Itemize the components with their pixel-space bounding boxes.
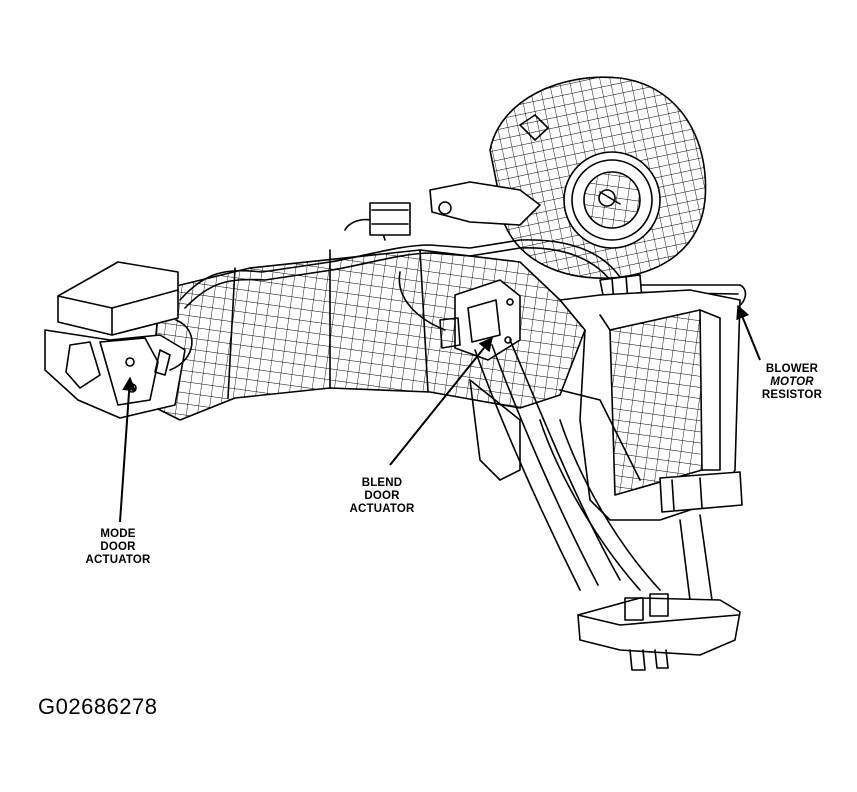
figure-id: G02686278 — [38, 694, 158, 719]
blend-door-actuator-body — [439, 279, 521, 361]
blend-door-actuator-label: BLEND DOOR ACTUATOR — [349, 477, 415, 515]
blower-housing — [429, 76, 707, 279]
bottom-fitting — [577, 593, 741, 671]
blower-motor-resistor-label: BLOWER MOTOR RESISTOR — [761, 363, 823, 401]
mode-door-housing — [44, 261, 186, 419]
blend-actuator-leader — [389, 336, 493, 466]
evaporator-housing — [559, 289, 743, 521]
blower-resistor-leader — [736, 304, 761, 361]
drain-tubes — [469, 339, 713, 601]
mode-actuator-leader — [119, 376, 137, 523]
mode-door-actuator-label: MODE DOOR ACTUATOR — [85, 528, 151, 566]
